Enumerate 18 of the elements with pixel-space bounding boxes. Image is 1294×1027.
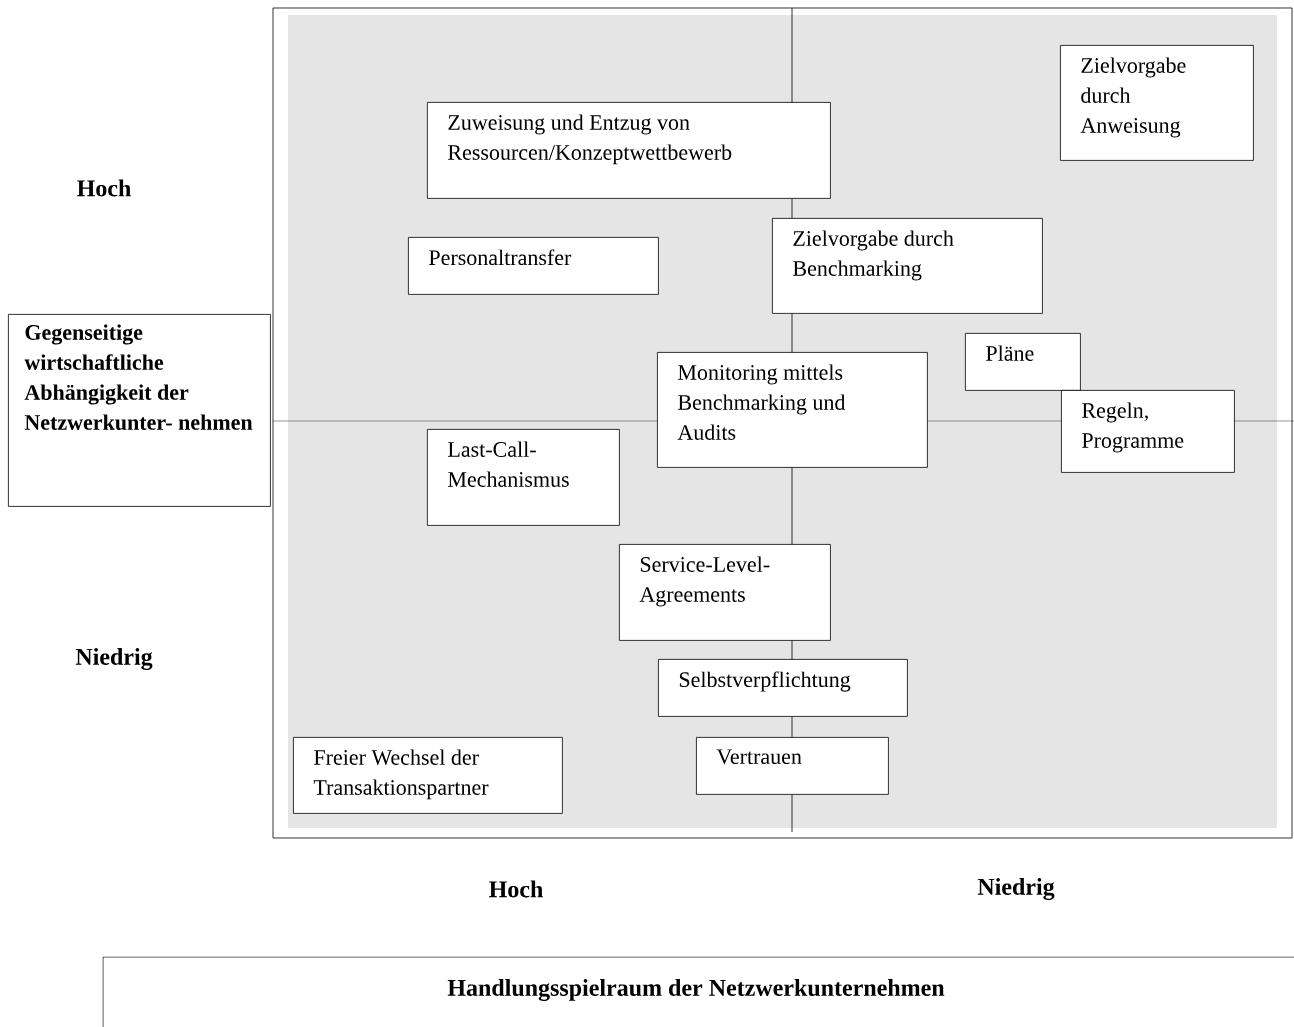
- text-box: Gegenseitige wirtschaftliche Abhängigkeit der Netzwerkunter- nehmen: [8, 314, 271, 507]
- axis-label: Hoch: [489, 880, 543, 898]
- text-box: Service-Level- Agreements: [619, 544, 831, 641]
- text-box: Freier Wechsel der Transaktionspartner: [293, 737, 563, 814]
- axis-label: Niedrig: [977, 878, 1055, 900]
- text-box: Selbstverpflichtung: [658, 659, 908, 717]
- text-box: Pläne: [965, 333, 1081, 391]
- text-box: Zielvorgabe durch Anweisung: [1060, 45, 1254, 161]
- axis-label: Hoch: [77, 179, 131, 197]
- text-box: Monitoring mittels Benchmarking und Audits: [657, 352, 928, 468]
- axis-label: Niedrig: [75, 648, 153, 670]
- text-box: Zuweisung und Entzug von Ressourcen/Konzeptwettbewerb: [427, 102, 831, 199]
- text-box: Personaltransfer: [408, 237, 659, 295]
- text-box: Vertrauen: [696, 737, 889, 795]
- text-box: Last-Call- Mechanismus: [427, 429, 620, 526]
- title-box: Handlungsspielraum der Netzwerkunternehmen: [102, 956, 1294, 1027]
- text-box: Zielvorgabe durch Benchmarking: [772, 218, 1043, 314]
- text-box: Regeln, Programme: [1061, 390, 1235, 473]
